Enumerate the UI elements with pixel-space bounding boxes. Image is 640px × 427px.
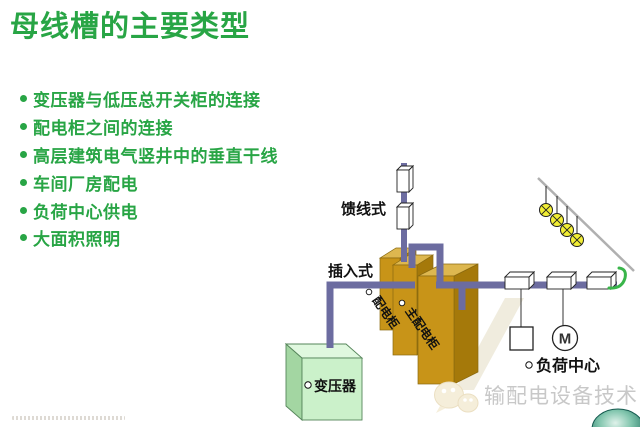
lamp-icon	[550, 196, 564, 227]
lamp-icon	[539, 186, 553, 217]
list-item: 高层建筑电气竖井中的垂直干线	[20, 141, 278, 169]
watermark: 输配电设备技术	[434, 381, 638, 413]
feeder-type-label: 馈线式	[340, 200, 386, 218]
transformer-label-group: 变压器	[304, 378, 357, 394]
feeder-unit-box	[395, 201, 415, 231]
plugin-type-label: 插入式	[328, 262, 373, 280]
lighting-wire	[537, 177, 635, 272]
feeder-unit-box	[395, 164, 415, 194]
marker-dot	[365, 288, 373, 296]
lighting-run	[537, 177, 635, 272]
transformer-front-face	[301, 357, 363, 421]
teal-logo	[591, 408, 640, 427]
bullet-text: 车间厂房配电	[33, 174, 138, 194]
hook-link-line	[408, 243, 444, 285]
list-item: 配电柜之间的连接	[20, 113, 278, 141]
plugin-units	[503, 270, 618, 291]
bullet-dot	[20, 178, 27, 186]
bullet-dot	[20, 206, 27, 214]
transformer-label: 变压器	[314, 378, 357, 394]
bullet-text: 变压器与低压总开关柜的连接	[33, 91, 261, 111]
load-center-label: 负荷中心	[536, 356, 600, 375]
bullet-dot	[20, 95, 27, 103]
page-title: 母线槽的主要类型	[10, 11, 251, 43]
list-item: 大面积照明	[20, 224, 278, 252]
bullet-dot	[20, 234, 27, 242]
load-box	[509, 289, 534, 351]
wechat-icon	[434, 381, 479, 413]
feeder-units	[395, 164, 415, 231]
marker-dot	[304, 381, 312, 389]
lamp-icon	[560, 206, 574, 237]
bullet-text: 负荷中心供电	[33, 202, 138, 222]
motor-letter: M	[559, 331, 572, 348]
plugin-unit-box	[585, 270, 618, 291]
bus-end-curl	[607, 266, 627, 290]
plugin-unit-box	[545, 270, 578, 291]
bullet-text: 大面积照明	[33, 230, 121, 250]
list-item: 变压器与低压总开关柜的连接	[20, 85, 278, 113]
transformer-box	[284, 343, 364, 421]
motor-symbol: M	[551, 289, 579, 352]
watermark-text: 输配电设备技术	[484, 385, 638, 408]
bullet-dot	[20, 123, 27, 131]
bullet-list: 变压器与低压总开关柜的连接 配电柜之间的连接 高层建筑电气竖井中的垂直干线 车间…	[20, 85, 278, 252]
marker-dot	[525, 361, 533, 369]
lamp-icon	[570, 216, 584, 247]
plugin-bus-left	[326, 281, 415, 348]
list-item: 车间厂房配电	[20, 168, 278, 196]
plugin-unit-box	[503, 270, 536, 291]
load-square	[509, 326, 534, 351]
footer-fine-print	[12, 416, 125, 420]
list-item: 负荷中心供电	[20, 196, 278, 224]
bullet-text: 高层建筑电气竖井中的垂直干线	[33, 146, 278, 166]
load-center-label-group: 负荷中心	[525, 356, 600, 375]
bullet-text: 配电柜之间的连接	[33, 119, 173, 139]
marker-dot	[398, 299, 406, 307]
bullet-dot	[20, 150, 27, 158]
motor-circle	[551, 324, 579, 352]
